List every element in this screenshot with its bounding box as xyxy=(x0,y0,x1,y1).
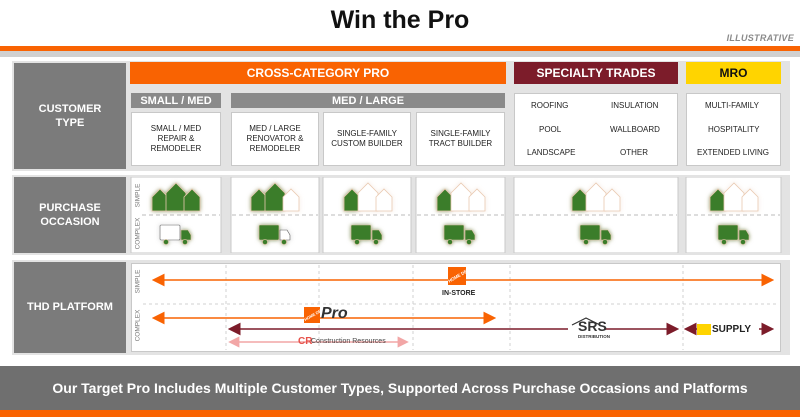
pro-logo-text: Pro xyxy=(321,305,348,322)
mro-list-box xyxy=(686,93,781,166)
row-label-customer-type-text: CUSTOMER TYPE xyxy=(38,102,102,129)
footer-text: Our Target Pro Includes Multiple Custome… xyxy=(52,380,748,396)
customer-cell-small-med-repair-text: SMALL / MED REPAIR & REMODELER xyxy=(150,124,202,153)
houses-icon-specialty xyxy=(571,182,621,212)
specialty-list-box xyxy=(514,93,678,166)
specialty-item-landscape: LANDSCAPE xyxy=(527,148,576,157)
specialty-item-other: OTHER xyxy=(620,148,648,157)
mro-item-extended-living: EXTENDED LIVING xyxy=(697,148,770,157)
mro-item-multi-family: MULTI-FAMILY xyxy=(705,101,759,110)
houses-icon-med-large xyxy=(250,182,300,212)
homedepot-instore-logo: THE HOME DEPOT xyxy=(438,264,476,289)
occasion-complex-label: COMPLEX xyxy=(134,217,142,250)
truck-icon-small-med xyxy=(159,224,192,245)
srs-logo xyxy=(568,317,604,337)
customer-cell-custom-builder: SINGLE-FAMILY CUSTOM BUILDER xyxy=(323,112,411,166)
platform-graphics: THE HOME DEPOT THE HOME DEPOT xyxy=(143,264,779,350)
platform-simple-label: SIMPLE xyxy=(134,269,142,294)
occasion-simple-label: SIMPLE xyxy=(134,183,142,208)
top-grey-stripe xyxy=(0,51,800,57)
customer-cell-tract-builder: SINGLE-FAMILY TRACT BUILDER xyxy=(416,112,505,166)
houses-icon-tract xyxy=(436,182,486,212)
instore-label: IN-STORE xyxy=(442,290,476,297)
purchase-occasion-graphics xyxy=(130,177,782,253)
customer-cell-small-med-repair: SMALL / MED REPAIR & REMODELER xyxy=(131,112,221,166)
subheader-small-med-text: SMALL / MED xyxy=(140,94,212,107)
customer-cell-tract-builder-text: SINGLE-FAMILY TRACT BUILDER xyxy=(428,129,493,148)
subheader-med-large-text: MED / LARGE xyxy=(331,94,405,107)
cr-logo-fulltext: Construction Resources xyxy=(311,338,386,345)
header-specialty-text: SPECIALTY TRADES xyxy=(536,66,656,80)
customer-cell-custom-builder-text: SINGLE-FAMILY CUSTOM BUILDER xyxy=(331,129,403,148)
srs-logo-text: SRS xyxy=(578,318,607,334)
srs-logo-subtext: DISTRIBUTION xyxy=(578,334,610,339)
specialty-item-wallboard: WALLBOARD xyxy=(610,125,660,134)
row-label-customer-type: CUSTOMER TYPE xyxy=(14,63,126,169)
supply-logo-text: SUPPLY xyxy=(712,324,752,335)
row-label-thd-platform: THD PLATFORM xyxy=(14,262,126,353)
truck-icon-med-large xyxy=(258,224,291,245)
footer-orange-stripe xyxy=(0,410,800,417)
platform-complex-label: COMPLEX xyxy=(134,309,142,342)
subheader-med-large: MED / LARGE xyxy=(231,93,505,108)
page-title: Win the Pro xyxy=(330,6,470,34)
header-mro-text: MRO xyxy=(719,66,748,80)
illustrative-label: ILLUSTRATIVE xyxy=(726,33,794,43)
houses-icon-mro xyxy=(709,182,759,212)
mro-item-hospitality: HOSPITALITY xyxy=(708,125,760,134)
specialty-item-pool: POOL xyxy=(539,125,562,134)
header-mro: MRO xyxy=(686,62,781,84)
customer-cell-med-large-renovator-text: MED / LARGE RENOVATOR & REMODELER xyxy=(246,124,304,153)
houses-icon-custom xyxy=(343,182,393,212)
row-label-thd-platform-text: THD PLATFORM xyxy=(27,301,113,314)
supply-logo xyxy=(697,323,759,336)
row-label-purchase-occasion: PURCHASE OCCASION xyxy=(14,177,126,253)
top-orange-stripe xyxy=(0,46,800,51)
cr-logo-text: CR xyxy=(298,336,313,347)
customer-cell-med-large-renovator: MED / LARGE RENOVATOR & REMODELER xyxy=(231,112,319,166)
specialty-item-insulation: INSULATION xyxy=(611,101,659,110)
specialty-item-roofing: ROOFING xyxy=(531,101,569,110)
row-label-purchase-occasion-text: PURCHASE OCCASION xyxy=(39,201,101,228)
subheader-small-med: SMALL / MED xyxy=(131,93,221,108)
footer-banner: Our Target Pro Includes Multiple Custome… xyxy=(0,366,800,410)
header-cross-category-text: CROSS-CATEGORY PRO xyxy=(246,66,390,80)
header-cross-category: CROSS-CATEGORY PRO xyxy=(130,62,506,84)
header-specialty-trades: SPECIALTY TRADES xyxy=(514,62,678,84)
